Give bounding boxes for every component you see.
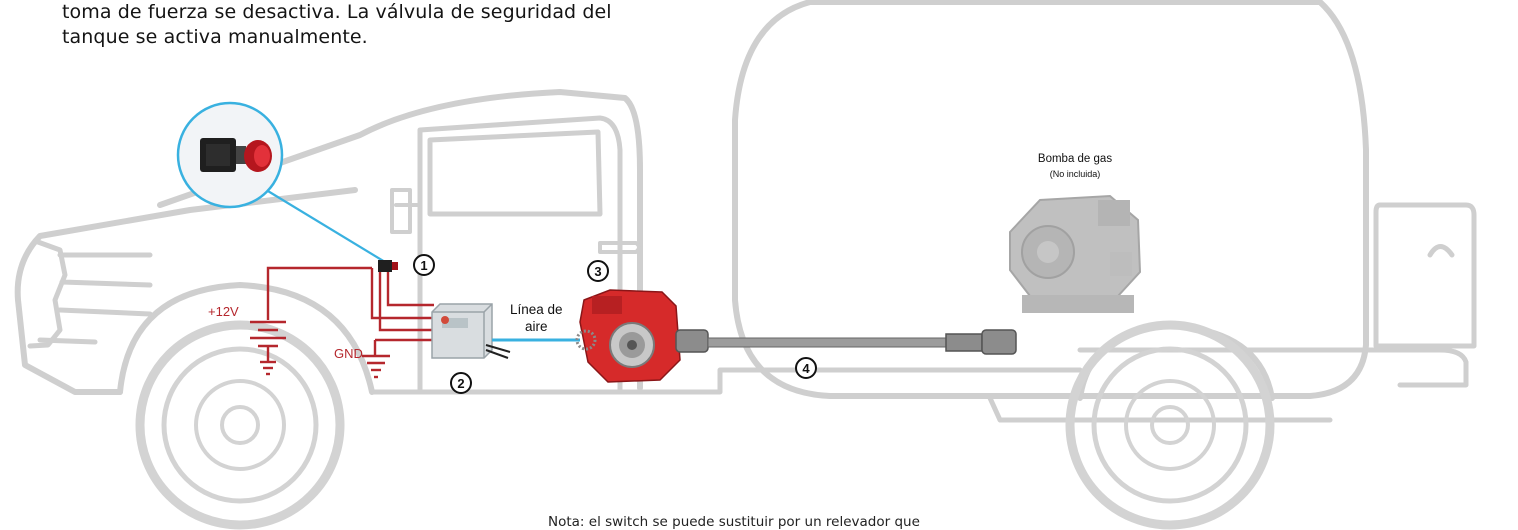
mirror-outline xyxy=(390,188,422,234)
intro-line-1: toma de fuerza se desactiva. La válvula … xyxy=(62,1,612,23)
label-ground: GND xyxy=(334,346,363,361)
solenoid-valve xyxy=(431,303,511,359)
air-line-label-1: Línea de xyxy=(510,302,563,317)
rear-box-outline xyxy=(1373,202,1477,349)
tank-outline xyxy=(732,0,1369,399)
switch-leader-line xyxy=(257,184,386,263)
door-handle xyxy=(598,241,641,254)
intro-paragraph: toma de fuerza se desactiva. La válvula … xyxy=(62,0,672,50)
callout-1: 1 xyxy=(413,254,435,276)
pump-title: Bomba de gas xyxy=(1038,153,1112,165)
battery-symbol xyxy=(250,320,286,376)
red-wiring xyxy=(266,266,434,355)
callout-1-number: 1 xyxy=(420,258,427,273)
switch-zoom-bubble xyxy=(176,101,284,209)
intro-line-2: tanque se activa manualmente. xyxy=(62,26,368,48)
label-positive: +12V xyxy=(208,304,239,319)
callout-4-number: 4 xyxy=(802,361,810,376)
callout-3-number: 3 xyxy=(594,264,601,279)
truck-outline xyxy=(14,0,1477,423)
gas-pump xyxy=(1009,194,1142,313)
callout-2-number: 2 xyxy=(457,376,464,391)
grille-outline xyxy=(27,239,153,349)
pto-unit xyxy=(575,289,681,383)
footnote: Nota: el switch se puede sustituir por u… xyxy=(548,514,920,530)
callout-3: 3 xyxy=(587,260,609,282)
ground-symbol xyxy=(362,354,390,379)
front-wheel xyxy=(135,320,345,530)
drive-shaft xyxy=(675,329,1017,355)
cab-outline xyxy=(14,89,643,395)
rear-wheel xyxy=(1065,320,1275,530)
air-line-label-2: aire xyxy=(525,319,548,334)
callout-2: 2 xyxy=(450,372,472,394)
toggle-switch xyxy=(378,260,398,272)
front-arch xyxy=(117,282,375,395)
frame-outline xyxy=(369,347,1469,423)
pump-subtitle: (No incluida) xyxy=(1050,169,1101,179)
callout-4: 4 xyxy=(795,357,817,379)
